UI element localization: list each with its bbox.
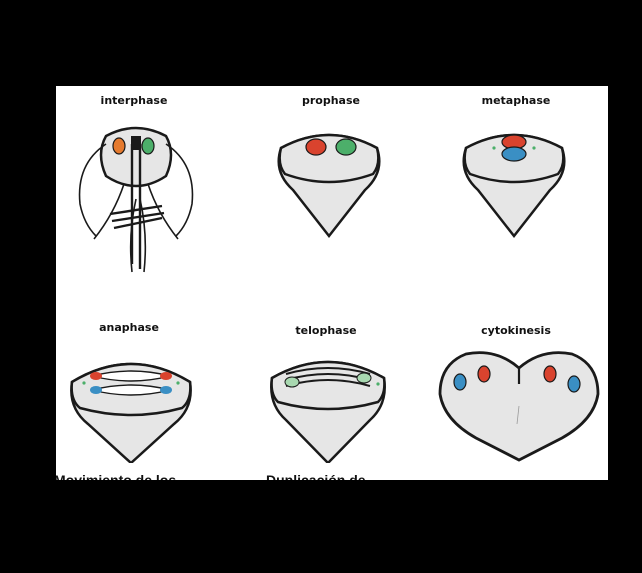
interphase-label: interphase [64, 94, 204, 107]
telophase-label: telophase [256, 324, 396, 337]
anaphase-cell [66, 348, 196, 463]
prophase-cell [269, 120, 389, 240]
footer-text-left: Movimiento de los [56, 472, 176, 480]
footer-text-right: Duplicación de [266, 472, 366, 480]
anaphase-label: anaphase [59, 321, 199, 334]
telophase-cell [266, 348, 391, 463]
cytokinesis-label: cytokinesis [446, 324, 586, 337]
metaphase-cell [454, 120, 574, 240]
diagram-panel: interphase prophase metaphase anaphase t… [56, 86, 608, 480]
interphase-cell [66, 114, 206, 276]
metaphase-label: metaphase [446, 94, 586, 107]
prophase-label: prophase [261, 94, 401, 107]
cytokinesis-cell [436, 346, 602, 464]
